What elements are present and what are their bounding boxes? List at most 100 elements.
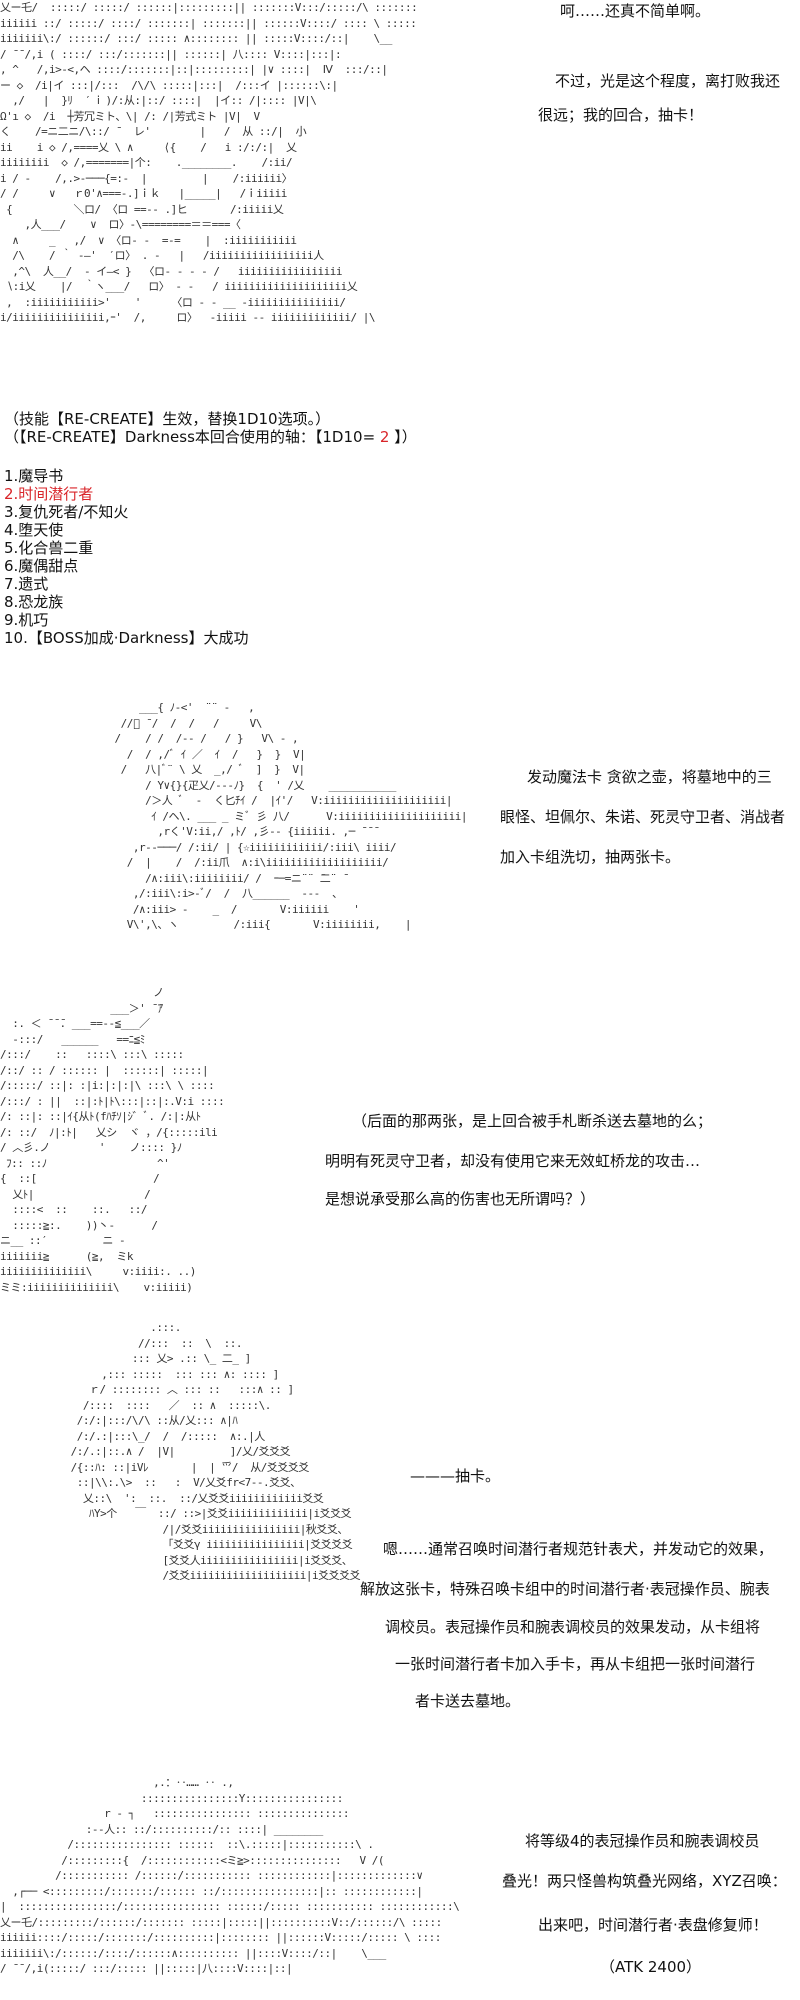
ascii-art-line: { ＼ロ/ 〈ロ ==-- .]ヒ /:iiiii乂 — [0, 202, 284, 216]
ascii-art-line: { ::[ / — [0, 1172, 160, 1185]
narration-line: 者卡送去墓地。 — [415, 1692, 521, 1710]
narration-line: 调校员。表冠操作员和腕表调校员的效果发动，从卡组将 — [385, 1618, 761, 1636]
ascii-art-line: ::::< :: ::. ::/ — [0, 1203, 147, 1216]
narration-line: 加入卡组洗切，抽两张卡。 — [500, 848, 681, 866]
ascii-art-line: /:::/ : || ::|:ﾄ|ﾄ\:::|::|:.V:i :::: — [0, 1094, 225, 1108]
ascii-art-line: ﾌ:: ::ﾉ ^' — [0, 1156, 170, 1170]
option-item: 10.【BOSS加成·Darkness】大成功 — [4, 629, 249, 647]
ascii-art-line: ,rく'V:ii,/ ,ﾄ/ ,彡-- {iiiiii. ,─ ̄ ̄ ̄ — [90, 825, 374, 838]
ascii-art-line: ミミ:iiiiiiiiiiiiii\ v:iiiii) — [0, 1280, 193, 1294]
ascii-art-line: i / ‐ /,.>-───{=:- | | /:iiiiii〉 — [0, 171, 293, 185]
option-item: 6.魔偶甜点 — [4, 557, 79, 575]
ascii-art-line: //ﾞ ̄ / / / / V\ — [90, 716, 263, 730]
ascii-art-line: 乂ﾄ| / — [0, 1187, 151, 1201]
character-ascii-art-5: ,.：‥…… ‥ ., ::::::::::::::::Y:::::::::::… — [0, 1775, 460, 1977]
ascii-art-line: ｲ /ヘ\. ___ _ ミﾞ 彡 八/ V:iiiiiiiiiiiiiiiii… — [90, 809, 467, 823]
narration-line: 发动魔法卡 贪欲之壶，将墓地中的三 — [527, 768, 772, 786]
ascii-art-line: ニ__ ::′ ニ - — [0, 1234, 126, 1247]
ascii-art-line: ノ — [0, 986, 164, 999]
ascii-art-line: /|/爻爻iiiiiiiiiiiiiiii|秋爻爻、 — [40, 1522, 348, 1536]
ascii-art-line: iiiiiii≧ (≧, ミk — [0, 1249, 133, 1263]
ascii-art-line: ,^\ 人__/ ‐ イ―< } 〈ロ- - - - / iiiiiiiiiii… — [0, 264, 343, 278]
ascii-art-line: /{::ﾊ: ::|iVﾚ | | 爫/ 从/爻爻爻爻 — [40, 1460, 310, 1474]
dialogue-line: ———抽卡。 — [410, 1467, 501, 1485]
narration-line: 叠光！两只怪兽构筑叠光网络，XYZ召唤： — [502, 1872, 787, 1890]
ascii-art-line: 乂ー乇/:::::::::/::::::/::::::: :::::|:::::… — [0, 1915, 442, 1929]
character-ascii-art-2: ___{ ﾉ-<' ¨¨ ‐ , //ﾞ ̄ / / / / V\ / / / … — [90, 700, 467, 933]
ascii-art-line: ::: 乂> .:: \_ 二_ ] — [40, 1352, 251, 1365]
atk-value: （ATK 2400） — [600, 1958, 702, 1976]
ascii-art-line: / ̄ ̄ /,i ( ::::/ :::/:::::::|| ::::::| … — [0, 47, 342, 61]
ascii-art-line: /\ / ｀ -―' ′ロ〉 . - | /iiiiiiiiiiiiiiiii人 — [0, 249, 324, 262]
ascii-art-line: iiiiiii\:/::::::/::::/::::::∧:::::::::: … — [0, 1946, 386, 1960]
ascii-art-line: /:::::::::::::::: :::::: ::\.:::::|:::::… — [0, 1838, 374, 1851]
ascii-art-line: く /=ニ二ニ/\::/ ̄ レ' | / 从 ::/| 小 — [0, 125, 307, 138]
ascii-art-line: / ︿彡.ノ ' ノ:::: }ﾉ — [0, 1141, 182, 1154]
dice-roll-result: 2 — [379, 428, 390, 446]
ascii-art-line: i/iiiiiiiiiiiiiii,ｰ' /, ロ〉 -iiiii -- iii… — [0, 311, 376, 324]
ascii-art-line: / / ,/ﾞ ｲ ／ ｲ / } } V| — [90, 747, 306, 761]
ascii-art-line: , ^ /,i>-<,ヘ ::::/:::::::|::|:::::::::| … — [0, 63, 388, 76]
ascii-art-line: /:::::::::{ /::::::::::::<ミ≧>:::::::::::… — [0, 1853, 384, 1867]
narration-line: 一张时间潜行者卡加入手卡，再从卡组把一张时间潜行 — [395, 1655, 756, 1673]
option-item: 7.遗式 — [4, 575, 49, 593]
ascii-art-line: ___{ ﾉ-<' ¨¨ ‐ , — [90, 701, 255, 714]
ascii-art-line: :--人:: ::/::::::::::/:: ::::| ________ — [0, 1822, 324, 1836]
ascii-art-line: /爻爻iiiiiiiiiiiiiiiiiii|i爻爻爻爻 — [40, 1569, 361, 1582]
ascii-art-line: ｒ/ :::::::: ︿ ::: :: :::∧ :: ] — [40, 1383, 294, 1396]
skill-roll-prefix: （【RE-CREATE】Darkness本回合使用的轴：【1D10= — [4, 428, 380, 446]
thought-line: （后面的那两张，是上回合被手札断杀送去墓地的么； — [352, 1112, 713, 1130]
ascii-art-line: /:::: :::: ／ :: ∧ :::::\. — [40, 1398, 272, 1412]
ascii-art-line: ,/:iii\:i>-ﾞ/ / 八______ --- 、 — [90, 887, 343, 900]
ascii-art-line: /:::::/ ::|: :|i:|:|:|\ :::\ \ :::: — [0, 1079, 215, 1092]
dialogue-line: 很远；我的回合，抽卡！ — [538, 106, 704, 124]
ascii-art-line: :. ＜ ̄ ̄ ̄. ___==--≦___／ — [0, 1017, 150, 1030]
ascii-art-line: iiiiii ::/ :::::/ ::::/ :::::::| :::::::… — [0, 16, 417, 30]
ascii-art-line: /::::::::::: /::::::/::::::::::: :::::::… — [0, 1869, 429, 1882]
option-item: 2.时间潜行者 — [4, 485, 94, 503]
ascii-art-line: iiiiii::::/:::::/:::::::/::::::::::|::::… — [0, 1931, 441, 1944]
thought-line: 明明有死灵守卫者，却没有使用它来无效虹桥龙的攻击… — [325, 1152, 701, 1170]
ascii-art-line: Ω'ı ◇ /i ┼芳冗ミト、\| /: /|芳式ミト |V| V — [0, 109, 260, 123]
ascii-art-line: 「爻爻γ iiiiiiiiiiiiiiii|爻爻爻爻 — [40, 1538, 353, 1551]
narration-line: 眼怪、坦佩尔、朱诺、死灵守卫者、消战者 — [500, 808, 786, 826]
ascii-art-line: ,人___/ ∨ ロ〉-\========＝＝===〈 — [0, 218, 241, 231]
ascii-art-line: :::::≧:. ))丶- / — [0, 1218, 158, 1232]
ascii-art-line: .:::. — [40, 1321, 181, 1334]
ascii-art-line: / / ∨ ｒ0'∧===-.]ｉｋ |_____| /ｉiiiii — [0, 187, 287, 200]
option-item: 3.复仇死者/不知火 — [4, 503, 129, 521]
ascii-art-line: ii i ◇ /,====乂 \ ∧ ⟨{ / i :/:/:| 乂 — [0, 140, 297, 154]
ascii-art-line: /: ::|: ::|ｲ{从ﾄ(fﾊﾁｿ|ｼ゛ﾞ. /:|:从ﾄ — [0, 1110, 201, 1123]
ascii-art-line: 乂::\ ': ::. ::/乂爻爻iiiiiiiiiiii爻爻 — [40, 1491, 324, 1505]
ascii-art-line: ::|\\:.\> :: : V/乂爻fr<7‐‐.爻爻、 — [40, 1476, 301, 1489]
character-ascii-art-4: .:::. //::: :: \ ::. ::: 乂> .:: \_ 二_ ] … — [40, 1320, 361, 1584]
ascii-art-line: //::: :: \ ::. — [40, 1336, 243, 1350]
ascii-art-line: ,/ | }ﾘ ′ ⅰ )/:从:|::/ ::::| |イ:: /|:::: … — [0, 94, 317, 107]
ascii-art-line: / 八|ﾞ¨ \ 乂 _,/ ﾞ ] } V| — [90, 763, 306, 776]
narration-line: 嗯……通常召唤时间潜行者规范针表犬，并发动它的效果， — [383, 1540, 774, 1558]
ascii-art-line: / | / /:ii爪 ∧:i\iiiiiiiiiiiiiiiiiii/ — [90, 856, 389, 869]
ascii-art-line: /∧:iii\:iiiiiiii/ / ｰ─=ニ¨¨ ̄二¨ ̄ — [90, 871, 343, 885]
ascii-art-line: ::::::::::::::::Y:::::::::::::::: — [0, 1791, 344, 1805]
skill-roll-line: （【RE-CREATE】Darkness本回合使用的轴：【1D10= 2 】） — [4, 428, 417, 446]
character-ascii-art-1: 乂ー乇/ :::::/ :::::/ ::::::|:::::::::|| ::… — [0, 0, 418, 326]
ascii-art-line: / Υ∨{}{疋乂/‐-‐ﾉ} { ' /乂 ___________ — [90, 778, 396, 792]
ascii-art-line: / / / /‐- / / } V\ ‐ , — [90, 732, 299, 745]
ascii-art-line: [爻爻人iiiiiiiiiiiiiiii|i爻爻爻、 — [40, 1553, 353, 1567]
option-item: 8.恐龙族 — [4, 593, 64, 611]
option-item: 9.机巧 — [4, 611, 49, 629]
narration-line: 解放这张卡，特殊召唤卡组中的时间潜行者·表冠操作员、腕表 — [360, 1580, 770, 1598]
ascii-art-line: | ::::::::::::::::/:::::::::::::::: ::::… — [0, 1900, 460, 1913]
ascii-art-line: r ‐ ┐ :::::::::::::::: ::::::::::::::: — [0, 1807, 349, 1820]
ascii-art-line: ,r‐‐───/ /:ii/ | {☆iiiiiiiiiiii/:iii\ ii… — [90, 840, 397, 854]
skill-roll-suffix: 】） — [389, 428, 417, 446]
option-item: 5.化合兽二重 — [4, 539, 94, 557]
thought-line: 是想说承受那么高的伤害也无所谓吗？） — [325, 1190, 596, 1208]
ascii-art-line: ,::: ::::: ::: ::: ∧: :::: ] — [40, 1367, 279, 1381]
ascii-art-line: iiiiiiiiiiiiii\ v:iiii:. ..) — [0, 1265, 196, 1278]
ascii-art-line: /:/:|:::/\/\ ::从/乂::: ∧|ﾊ — [40, 1414, 238, 1427]
ascii-art-line: ,┌── <:::::::::/:::::::/:::::: ::/::::::… — [0, 1884, 423, 1898]
ascii-art-line: iiiiiii\:/ ::::::/ :::/ ::::: ∧:::::::: … — [0, 32, 392, 45]
narration-line: 出来吧，时间潜行者·表盘修复师！ — [538, 1916, 768, 1934]
ascii-art-line: 乂ー乇/ :::::/ :::::/ ::::::|:::::::::|| ::… — [0, 1, 418, 14]
